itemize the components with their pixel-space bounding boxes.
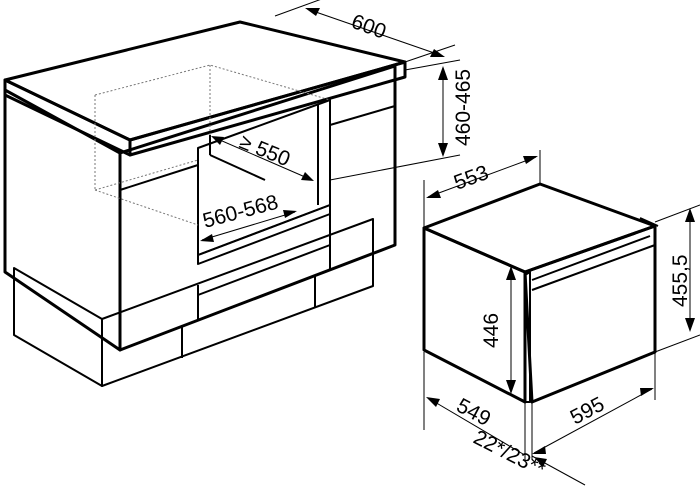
cabinet-depth-label: 600	[348, 10, 389, 44]
niche-height-label: 460-465	[452, 69, 475, 146]
plinth-front	[101, 218, 374, 387]
oven-side	[422, 226, 527, 404]
oven-body-height-label: 446	[480, 313, 503, 348]
oven-top	[422, 182, 657, 274]
oven-front-width-label: 595	[567, 393, 609, 430]
oven-dimensions	[423, 150, 700, 486]
worktop-edge-front	[128, 60, 407, 157]
oven-total-height-label: 455,5	[669, 254, 692, 307]
cabinet-dimensions	[200, 0, 461, 242]
niche-width-label: 560-568	[200, 191, 280, 233]
cabinet-side	[3, 88, 122, 352]
niche-depth-label: ≥ 550	[236, 130, 293, 171]
oven	[422, 182, 659, 404]
oven-side-depth-label: 549	[453, 394, 495, 431]
cabinet-front	[118, 64, 397, 352]
oven-depth-label: 553	[451, 161, 492, 195]
cabinet	[3, 20, 407, 387]
